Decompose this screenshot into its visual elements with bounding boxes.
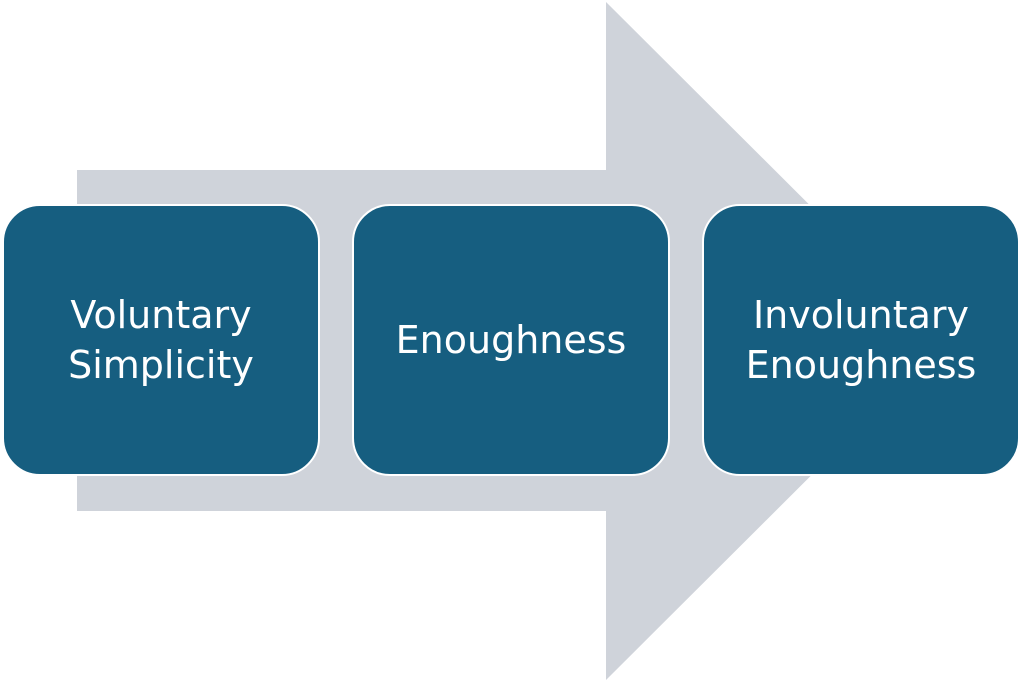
step-voluntary-simplicity: Voluntary Simplicity	[2, 204, 320, 476]
step-enoughness: Enoughness	[352, 204, 670, 476]
step-label: Involuntary Enoughness	[745, 293, 977, 387]
step-label: Voluntary Simplicity	[68, 293, 254, 387]
step-involuntary-enoughness: Involuntary Enoughness	[702, 204, 1020, 476]
step-label: Enoughness	[395, 318, 627, 362]
